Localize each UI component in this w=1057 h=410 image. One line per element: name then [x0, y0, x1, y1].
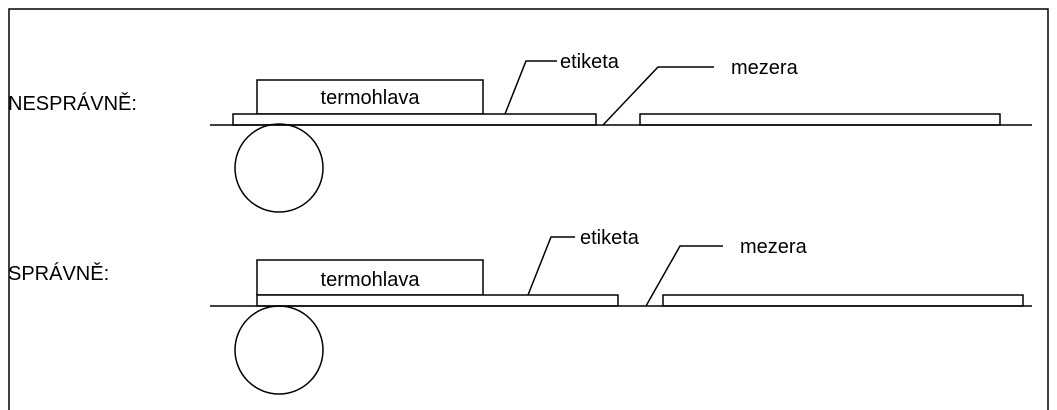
incorrect-platen-roller — [234, 123, 324, 213]
correct-printhead — [256, 259, 484, 296]
incorrect-label-strip-1 — [232, 113, 597, 126]
incorrect-label-strip-2 — [639, 113, 1001, 126]
incorrect-gap-callout: mezera — [731, 57, 799, 79]
incorrect-label-callout: etiketa — [560, 51, 620, 73]
incorrect-gap-leader — [602, 66, 714, 126]
incorrect-title: NESPRÁVNĚ: — [8, 92, 137, 115]
correct-printhead-label: termohlava — [321, 269, 421, 291]
frame-border — [8, 8, 1049, 410]
correct-gap-leader — [645, 245, 723, 307]
correct-label-strip-1 — [256, 294, 619, 307]
correct-label-leader — [527, 236, 575, 296]
incorrect-printhead-label: termohlava — [321, 87, 421, 109]
incorrect-label-leader — [504, 60, 557, 115]
correct-label-callout: etiketa — [580, 227, 640, 249]
incorrect-section: NESPRÁVNĚ: termohlava etiketa mezera — [8, 51, 1032, 213]
correct-title: SPRÁVNĚ: — [8, 262, 109, 285]
correct-gap-callout: mezera — [740, 236, 808, 258]
correct-label-strip-2 — [662, 294, 1024, 307]
incorrect-printhead — [256, 79, 484, 115]
correct-section: SPRÁVNĚ: termohlava etiketa mezera — [8, 227, 1032, 395]
correct-platen-roller — [234, 305, 324, 395]
